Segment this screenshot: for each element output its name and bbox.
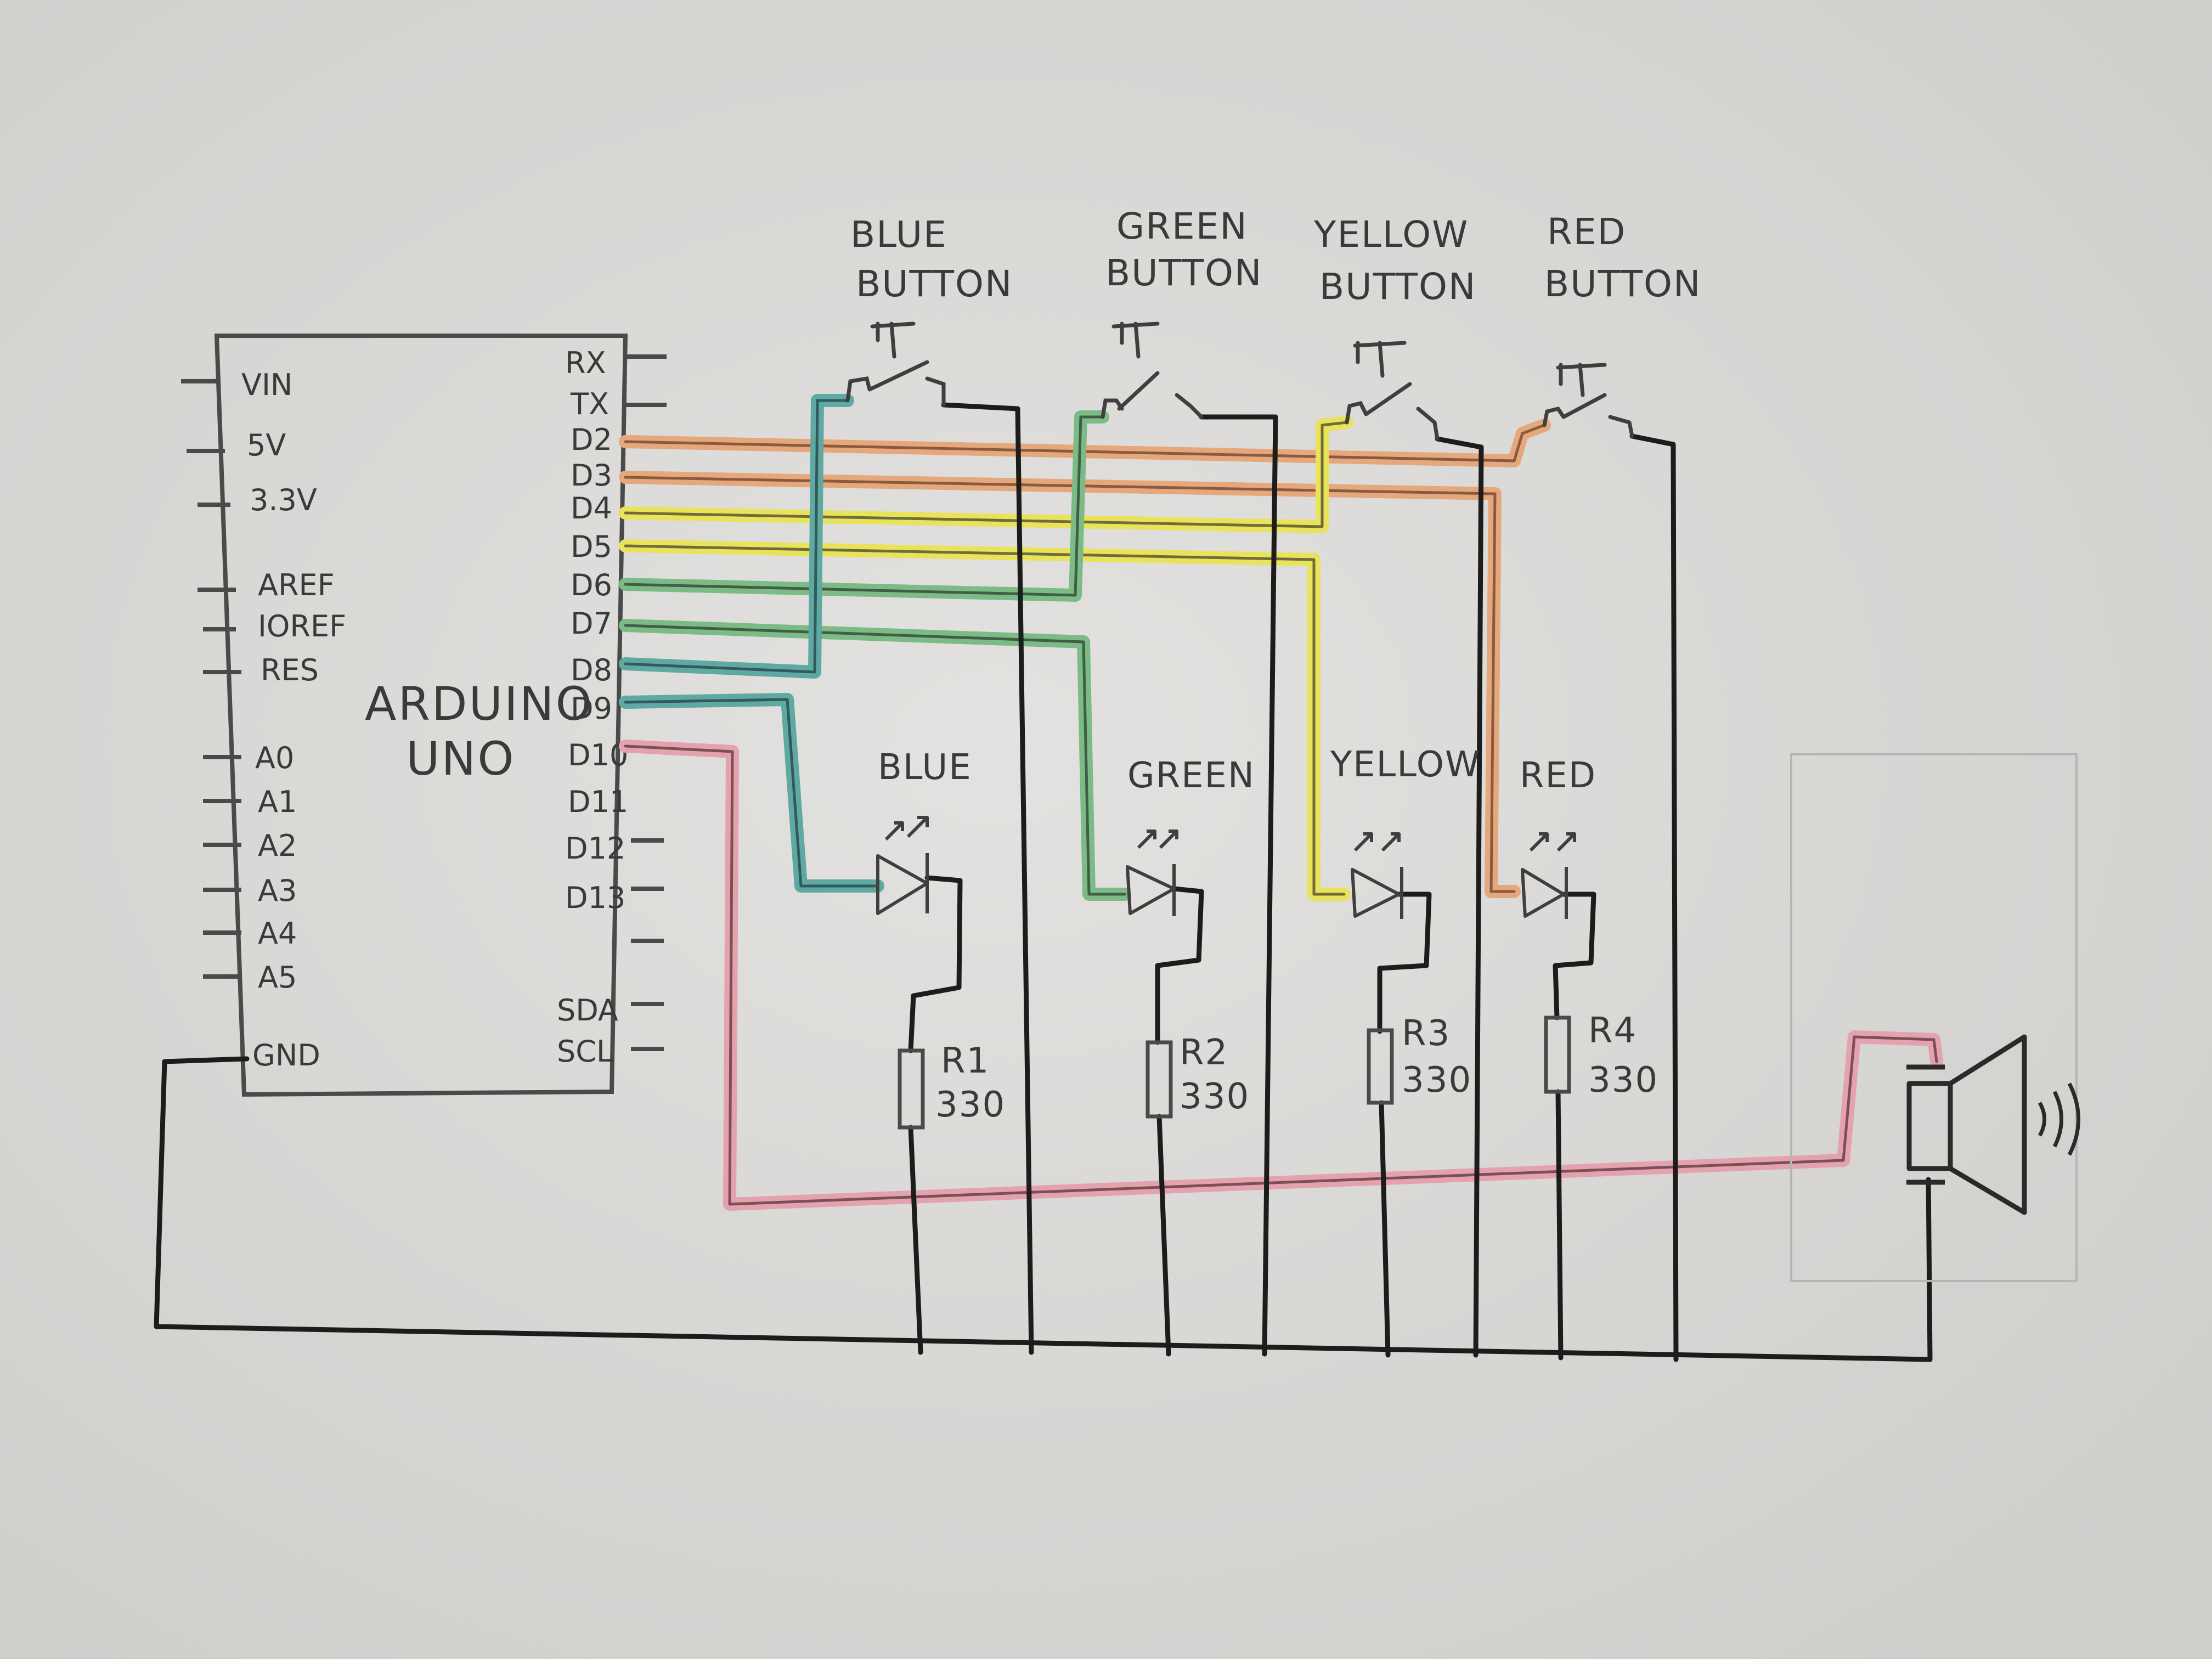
- pin-label-d13: D13: [565, 881, 625, 915]
- pin-label-5v: 5V: [247, 428, 286, 462]
- pin-label-rx: RX: [565, 346, 606, 380]
- pin-label-a0: A0: [255, 741, 294, 775]
- pin-label-d7: D7: [571, 606, 612, 641]
- r4-value: 330: [1588, 1060, 1658, 1101]
- pin-label-d2: D2: [571, 422, 612, 457]
- wire-red-button-gnd: [1629, 433, 1679, 1362]
- pin-label-d12: D12: [565, 831, 625, 866]
- pin-label-d11: D11: [568, 785, 628, 819]
- pin-label-tx: TX: [570, 387, 609, 421]
- pin-label-d6: D6: [571, 568, 612, 602]
- wire-r2-gnd: [1156, 1114, 1171, 1357]
- yellow-led-symbol: [1351, 832, 1403, 919]
- pin-label-a2: A2: [258, 828, 297, 863]
- wire-yellow-button-gnd: [1435, 436, 1484, 1358]
- arduino-name-line1: ARDUINO: [365, 677, 594, 731]
- led-label-yellow: YELLOW: [1330, 744, 1481, 785]
- blue-button-label-2: BUTTON: [856, 263, 1013, 305]
- pin-label-vin: VIN: [241, 368, 292, 402]
- pin-label-ioref: IOREF: [258, 609, 346, 644]
- pin-label-res: RES: [261, 653, 319, 687]
- pin-label-aref: AREF: [258, 568, 335, 602]
- blue-led-symbol: [876, 816, 929, 915]
- green-button-symbol: [1101, 321, 1204, 419]
- resistor-r2: [1146, 1040, 1173, 1119]
- r2-name: R2: [1180, 1032, 1228, 1073]
- pin-label-d3: D3: [571, 458, 612, 493]
- resistor-labels: R1 330 R2 330 R3 330 R4 330: [935, 1011, 1658, 1125]
- pin-label-a1: A1: [258, 785, 297, 819]
- blue-button-label-1: BLUE: [850, 213, 947, 256]
- wire-r4-gnd: [1555, 1089, 1564, 1361]
- pin-label-scl: SCL: [557, 1034, 613, 1069]
- yellow-button-symbol: [1345, 341, 1440, 441]
- led-label-red: RED: [1520, 755, 1596, 796]
- signal-wires: [619, 394, 1943, 1211]
- green-button-label-1: GREEN: [1116, 205, 1248, 247]
- blue-button-symbol: [845, 321, 946, 407]
- wire-r3-gnd: [1379, 1100, 1391, 1358]
- r2-value: 330: [1180, 1076, 1250, 1117]
- red-button-symbol: [1542, 363, 1634, 438]
- wire-green-button-gnd: [1199, 414, 1278, 1357]
- r4-name: R4: [1588, 1011, 1637, 1051]
- r3-value: 330: [1402, 1060, 1472, 1101]
- resistor-r3: [1367, 1028, 1394, 1105]
- arduino-left-pin-labels: VIN 5V 3.3V AREF IOREF RES A0 A1 A2 A3 A…: [241, 368, 346, 1073]
- yellow-button-label-2: BUTTON: [1319, 266, 1476, 308]
- pin-label-d5: D5: [571, 529, 612, 564]
- pin-label-a4: A4: [258, 916, 297, 951]
- wire-r1-gnd: [908, 1125, 923, 1355]
- wire-gnd-bus: [154, 1056, 1933, 1362]
- resistor-r4: [1544, 1015, 1571, 1094]
- r1-value: 330: [935, 1085, 1006, 1125]
- resistor-r1: [898, 1048, 925, 1130]
- led-label-green: GREEN: [1127, 755, 1255, 796]
- pin-label-3v3: 3.3V: [250, 483, 317, 517]
- red-led-symbol: [1521, 832, 1576, 919]
- led-labels: BLUE GREEN YELLOW RED: [878, 744, 1596, 796]
- speaker-icon: [1906, 1034, 2080, 1215]
- speaker-outline-box: [1790, 753, 2078, 1282]
- ground-wires: [154, 402, 1933, 1362]
- red-button-label-1: RED: [1547, 211, 1626, 253]
- green-button-label-2: BUTTON: [1105, 252, 1262, 294]
- wire-blue-button-gnd: [941, 402, 1034, 1355]
- wire-blue-led-r1: [908, 875, 963, 1053]
- arduino-name-line2: UNO: [406, 732, 515, 786]
- button-labels: BLUE BUTTON GREEN BUTTON YELLOW BUTTON R…: [850, 205, 1701, 308]
- pin-label-gnd: GND: [252, 1038, 320, 1073]
- wire-green-led-r2: [1155, 886, 1204, 1045]
- wire-red-led-r4: [1553, 891, 1596, 1020]
- pin-label-a5: A5: [258, 960, 297, 995]
- pin-label-d4: D4: [571, 491, 612, 526]
- pin-label-a3: A3: [258, 873, 297, 908]
- arduino-outline: [214, 334, 628, 1097]
- arduino-board: [181, 334, 667, 1097]
- red-button-label-2: BUTTON: [1544, 263, 1701, 305]
- r3-name: R3: [1402, 1013, 1451, 1054]
- r1-name: R1: [941, 1041, 990, 1081]
- green-led-symbol: [1126, 830, 1178, 916]
- pin-label-d8: D8: [571, 653, 612, 687]
- wire-yellow-led-r3: [1377, 891, 1432, 1034]
- arduino-right-pin-labels: RX TX D2 D3 D4 D5 D6 D7 D8 D9 D10 D11 D1…: [557, 346, 628, 1069]
- pin-label-d9: D9: [571, 691, 612, 726]
- pin-label-d10: D10: [568, 738, 628, 772]
- yellow-button-label-1: YELLOW: [1313, 213, 1469, 256]
- led-label-blue: BLUE: [878, 747, 972, 788]
- pin-label-sda: SDA: [557, 993, 618, 1028]
